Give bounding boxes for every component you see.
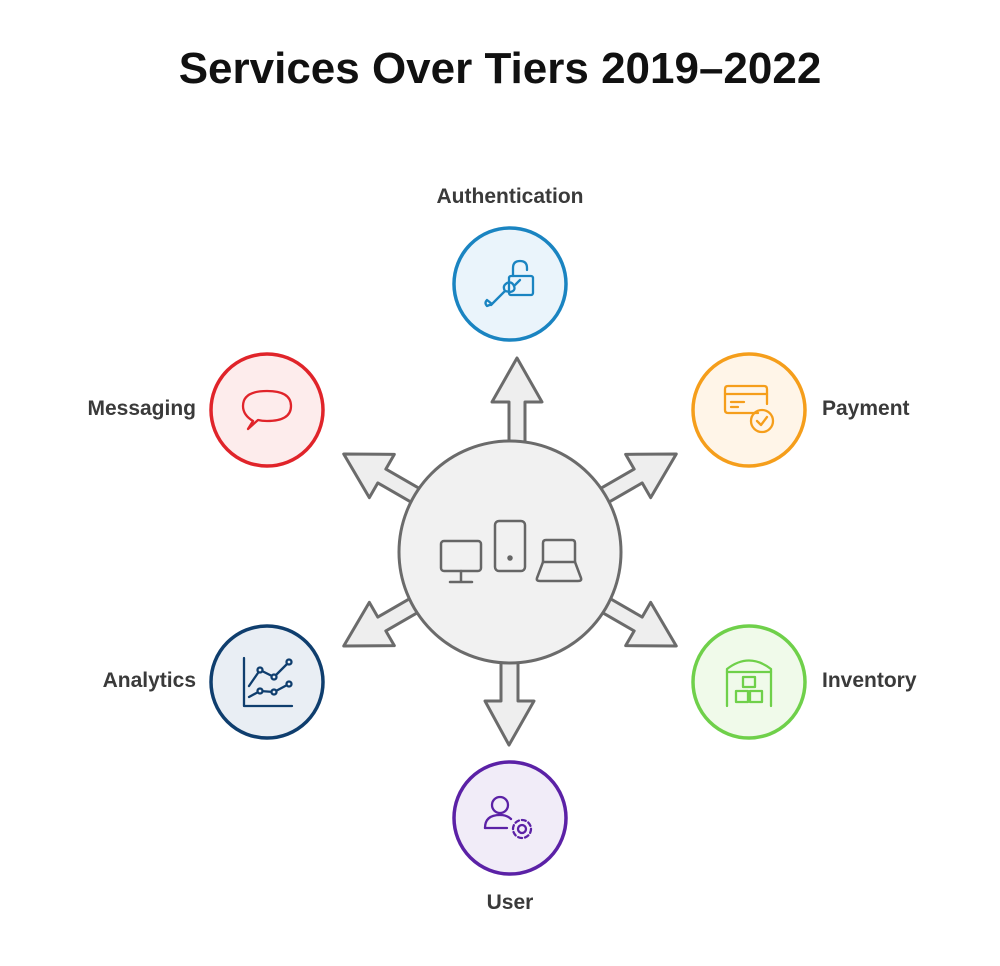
service-node-user — [452, 760, 568, 876]
chat-bubble-icon — [241, 389, 293, 431]
credit-card-check-icon — [723, 384, 775, 434]
label-inventory: Inventory — [822, 669, 917, 692]
desktop-icon — [439, 539, 483, 584]
label-analytics: Analytics — [102, 669, 196, 692]
service-node-authentication — [452, 226, 568, 342]
line-chart-icon — [242, 656, 294, 708]
arrow-to-authentication — [490, 356, 544, 447]
key-lock-icon — [484, 259, 535, 308]
user-settings-icon — [483, 795, 533, 840]
service-node-analytics — [209, 624, 325, 740]
arrow-to-user — [483, 653, 536, 747]
service-node-payment — [691, 352, 807, 468]
label-messaging: Messaging — [87, 397, 196, 420]
label-user: User — [486, 891, 534, 914]
label-authentication: Authentication — [436, 185, 584, 208]
service-node-inventory — [691, 624, 807, 740]
smartphone-icon — [493, 519, 527, 573]
service-node-messaging — [209, 352, 325, 468]
hub-circle — [397, 439, 623, 665]
label-payment: Payment — [822, 397, 910, 420]
diagram-title: Services Over Tiers 2019–2022 — [178, 44, 822, 93]
arrow-to-payment — [595, 452, 678, 506]
warehouse-icon — [725, 659, 773, 708]
arrow-to-messaging — [342, 452, 425, 506]
laptop-icon — [535, 538, 583, 583]
